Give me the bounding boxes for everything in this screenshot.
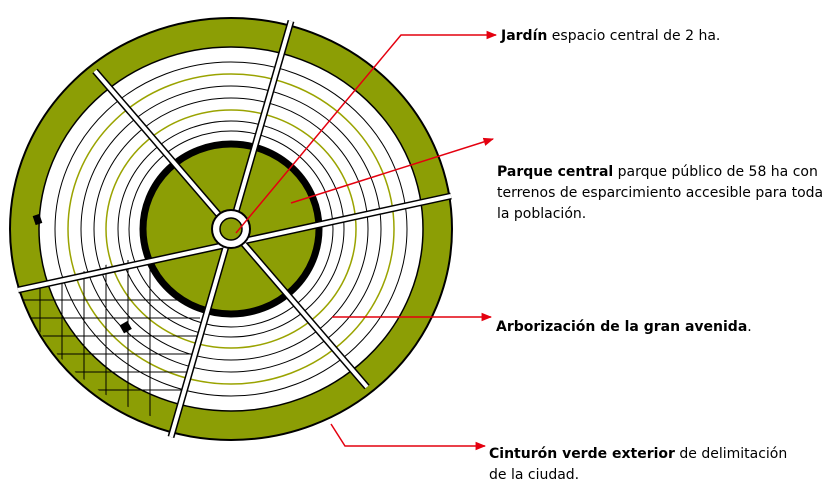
concentric-rings (54, 61, 408, 397)
label-cinturon-text: de delimitación de la ciudad. (489, 446, 788, 483)
label-parque-title: Parque central (497, 164, 614, 180)
label-parque-text: parque público de 58 ha con terrenos de … (497, 164, 824, 222)
label-jardin: Jardín espacio central de 2 ha. (501, 26, 821, 47)
label-jardin-text: espacio central de 2 ha. (547, 28, 721, 44)
label-arborizacion-text: . (747, 319, 752, 335)
pointer-lines (235, 30, 498, 451)
pointer-parque (290, 137, 495, 204)
label-jardin-title: Jardín (501, 28, 548, 44)
label-cinturon-title: Cinturón verde exterior (489, 446, 675, 462)
label-parque-central: Parque central parque público de 58 ha c… (497, 162, 827, 225)
pointer-cinturon (330, 423, 487, 451)
pointer-jardin (235, 30, 498, 234)
label-cinturon-verde: Cinturón verde exterior de delimitación … (489, 444, 789, 486)
label-arborizacion: Arborización de la gran avenida. (496, 317, 826, 338)
central-garden-inner (219, 217, 243, 241)
label-arborizacion-title: Arborización de la gran avenida (496, 319, 748, 335)
building-marker (119, 321, 132, 334)
